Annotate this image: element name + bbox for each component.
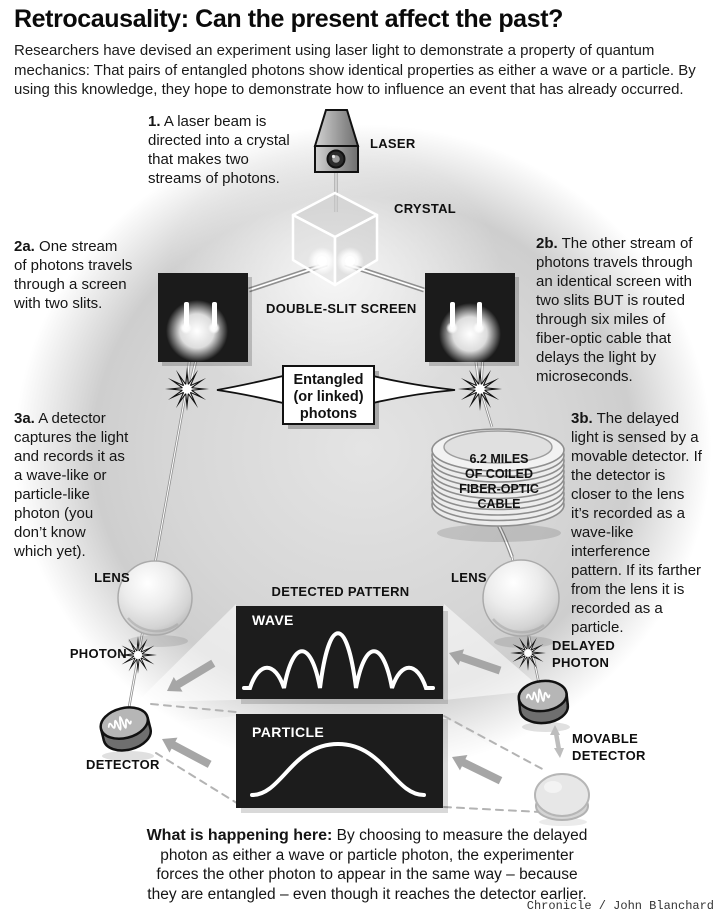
step-3b-text: The delayed light is sensed by a movable… <box>571 410 702 636</box>
credit-line: Chronicle / John Blanchard <box>526 899 714 913</box>
projection-cones <box>137 604 561 806</box>
detector-left <box>96 701 156 761</box>
lens-right <box>482 559 560 648</box>
detector-label: DETECTOR <box>86 757 160 772</box>
slit <box>477 302 482 327</box>
crystal-cube <box>291 191 379 287</box>
detected-pattern-label: DETECTED PATTERN <box>271 584 410 599</box>
movable-detector <box>515 677 571 732</box>
step-2a-text: One stream of photons travels through a … <box>14 238 133 312</box>
step-3a-text: A detector captures the light and record… <box>14 410 129 560</box>
lens-left-label: LENS <box>94 570 130 585</box>
photon-burst-left <box>164 366 210 412</box>
step-3b: 3b. The delayed light is sensed by a mov… <box>571 409 723 637</box>
slit <box>450 302 455 327</box>
double-slit-screen-left <box>158 273 252 366</box>
laser-label: LASER <box>370 136 416 151</box>
photon-label: PHOTON <box>69 646 127 661</box>
entangled-callout <box>216 365 456 429</box>
slit <box>184 302 189 327</box>
detector-ghost-position <box>534 773 590 826</box>
dashed-connectors <box>150 703 547 813</box>
step-3b-number: 3b. <box>571 410 593 427</box>
step-1-number: 1. <box>148 113 161 130</box>
movable-detector-label: MOVABLE DETECTOR <box>572 731 646 763</box>
coil-label: 6.2 MILES OF COILED FIBER-OPTIC CABLE <box>459 452 539 511</box>
step-1-text: A laser beam is directed into a crystal … <box>148 113 290 187</box>
fiber-optic-coil <box>431 428 565 542</box>
step-2a: 2a. One stream of photons travels throug… <box>14 237 174 313</box>
explanation-lead-in: What is happening here: <box>146 827 333 844</box>
crystal-label: CRYSTAL <box>394 201 457 216</box>
step-2b: 2b. The other stream of photons travels … <box>536 234 721 386</box>
particle-pattern-box <box>236 714 448 813</box>
step-2a-number: 2a. <box>14 238 35 255</box>
page-title: Retrocausality: Can the present affect t… <box>14 5 563 33</box>
explanation-text: By choosing to measure the delayed photo… <box>147 827 588 903</box>
laser-device <box>313 109 360 173</box>
particle-label: PARTICLE <box>252 724 325 740</box>
step-3a: 3a. A detector captures the light and re… <box>14 409 174 561</box>
double-slit-screen-right <box>425 273 519 366</box>
particle-bell-curve <box>250 741 426 797</box>
wave-interference-curve <box>242 631 435 690</box>
step-3a-number: 3a. <box>14 410 35 427</box>
entangled-photons-label: Entangled (or linked) photons <box>293 372 364 422</box>
step-2b-number: 2b. <box>536 235 558 252</box>
slit <box>212 302 217 327</box>
photon-burst-right <box>457 366 503 412</box>
double-slit-screen-label: DOUBLE-SLIT SCREEN <box>266 301 417 316</box>
wave-label: WAVE <box>252 612 294 628</box>
intro-paragraph: Researchers have devised an experiment u… <box>14 42 696 98</box>
lens-right-label: LENS <box>451 570 487 585</box>
lens-left <box>117 560 193 647</box>
explanation-paragraph: What is happening here: By choosing to m… <box>100 826 634 904</box>
wave-pattern-box <box>236 606 448 704</box>
step-2b-text: The other stream of photons travels thro… <box>536 235 693 385</box>
delayed-photon-label: DELAYED PHOTON <box>552 638 616 670</box>
movable-detector-arrow <box>550 725 564 758</box>
step-1: 1. A laser beam is directed into a cryst… <box>148 112 318 188</box>
